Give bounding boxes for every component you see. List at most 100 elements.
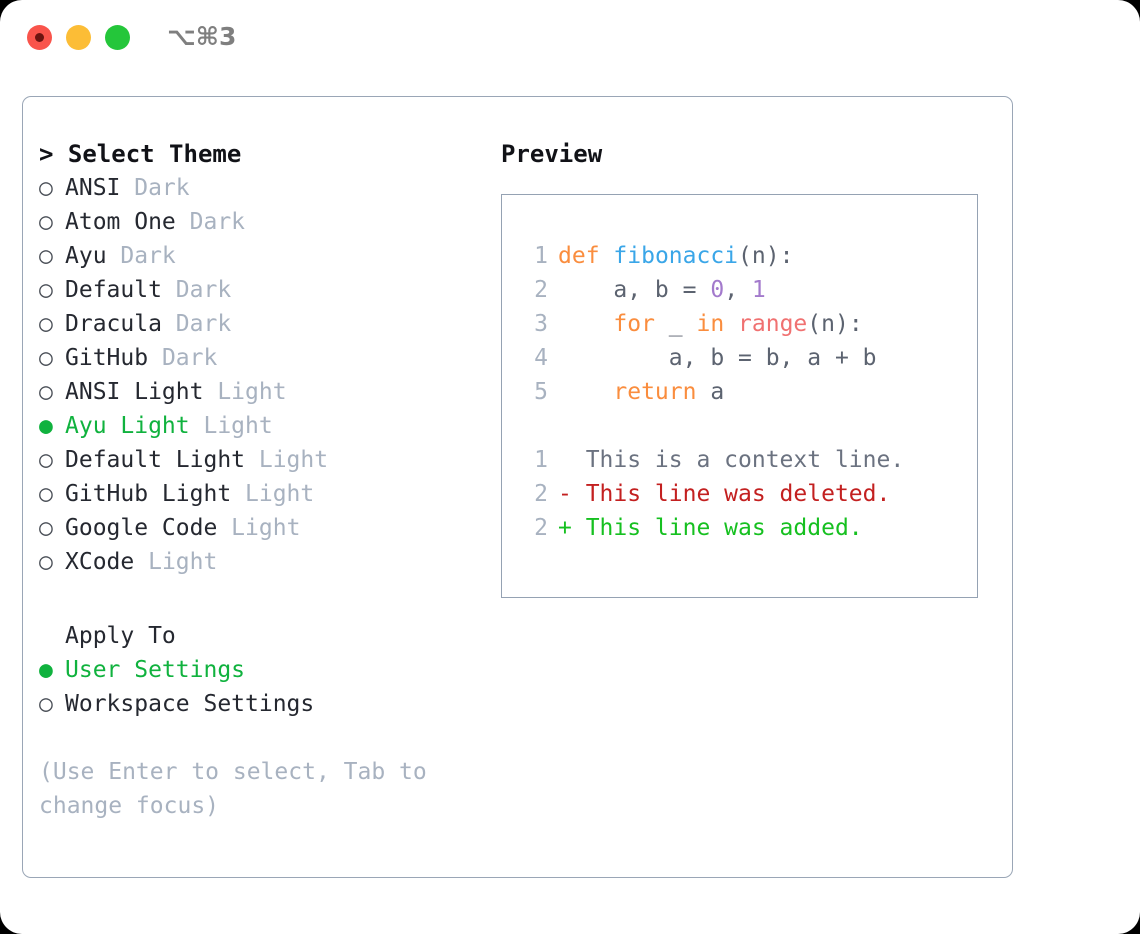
theme-option-label: Google Code <box>65 515 218 541</box>
line-number: 2 <box>534 277 548 303</box>
close-window-button[interactable] <box>27 25 52 50</box>
theme-option-7[interactable]: ● Ayu Light Light <box>39 409 479 443</box>
line-number: 5 <box>534 379 548 405</box>
diff-line: 2 + This line was added. <box>520 511 977 545</box>
theme-option-category: Light <box>134 549 218 575</box>
radio-unselected-icon: ○ <box>39 175 53 201</box>
radio-unselected-icon: ○ <box>39 209 53 235</box>
theme-option-category: Light <box>203 379 287 405</box>
radio-unselected-icon: ○ <box>39 243 53 269</box>
radio-unselected-icon: ○ <box>39 379 53 405</box>
code-token: in <box>696 311 725 337</box>
line-number: 3 <box>534 311 548 337</box>
radio-unselected-icon: ○ <box>39 447 53 473</box>
apply-to-option-label: Workspace Settings <box>65 691 315 717</box>
code-line: 4 a, b = b, a + b <box>520 341 977 375</box>
theme-option-label: Default <box>65 277 162 303</box>
apply-to-heading: Apply To <box>65 623 176 649</box>
theme-option-8[interactable]: ○ Default Light Light <box>39 443 479 477</box>
radio-unselected-icon: ○ <box>39 277 53 303</box>
keyboard-hint-text: (Use Enter to select, Tab to change focu… <box>39 759 441 819</box>
code-line: 1 def fibonacci(n): <box>520 239 977 273</box>
code-token: (n): <box>807 311 863 337</box>
code-token: 1 <box>751 277 766 303</box>
theme-option-4[interactable]: ○ Dracula Dark <box>39 307 479 341</box>
theme-option-0[interactable]: ○ANSI Dark <box>39 171 479 205</box>
theme-option-category: Dark <box>161 277 232 303</box>
theme-option-label: GitHub <box>65 345 149 371</box>
code-token: return <box>613 379 697 405</box>
diff-line-text: + This line was added. <box>558 515 863 541</box>
code-token <box>558 379 613 405</box>
title-bar: ⌥⌘3 <box>0 0 1140 78</box>
minimize-window-button[interactable] <box>66 25 91 50</box>
radio-unselected-icon: ○ <box>39 345 53 371</box>
line-number: 2 <box>534 515 548 541</box>
radio-selected-icon: ● <box>39 413 53 439</box>
select-theme-heading: > Select Theme <box>39 140 242 168</box>
theme-option-11[interactable]: ○XCode Light <box>39 545 479 579</box>
code-token <box>724 311 738 337</box>
theme-option-label: Atom One <box>65 209 176 235</box>
line-number: 1 <box>534 447 548 473</box>
line-number: 4 <box>534 345 548 371</box>
theme-option-category: Light <box>245 447 329 473</box>
code-line: 3 for _ in range(n): <box>520 307 977 341</box>
theme-option-label: Dracula <box>65 311 162 337</box>
code-token: (n): <box>738 243 794 269</box>
spacer <box>39 721 479 755</box>
code-token: a, b = b, a + b <box>558 345 877 371</box>
diff-line: 2 - This line was deleted. <box>520 477 977 511</box>
theme-option-6[interactable]: ○ANSI Light Light <box>39 375 479 409</box>
line-number: 1 <box>534 243 548 269</box>
code-token: , <box>724 277 752 303</box>
line-number: 2 <box>534 481 548 507</box>
apply-to-list: ● User Settings ○ Workspace Settings <box>39 653 479 721</box>
radio-selected-icon: ● <box>39 657 53 683</box>
theme-option-9[interactable]: ○GitHub Light Light <box>39 477 479 511</box>
theme-option-5[interactable]: ○ GitHub Dark <box>39 341 479 375</box>
radio-unselected-icon: ○ <box>39 691 53 717</box>
theme-picker-panel: > Select Theme ○ANSI Dark○Atom One Dark○… <box>22 96 1013 878</box>
code-token: fibonacci <box>613 243 739 269</box>
theme-list: ○ ANSI Dark ○ Atom One Dark ○ Ayu Dark ○ Defaul… <box>39 171 479 579</box>
radio-unselected-icon: ○ <box>39 549 53 575</box>
theme-option-category: Dark <box>175 209 246 235</box>
apply-to-option-label: User Settings <box>65 657 246 683</box>
theme-option-category: Dark <box>161 311 232 337</box>
theme-option-3[interactable]: ○ Default Dark <box>39 273 479 307</box>
theme-option-label: Ayu Light <box>65 413 190 439</box>
radio-unselected-icon: ○ <box>39 311 53 337</box>
diff-sample: 1 This is a context line. 2 - This line wa… <box>520 443 977 545</box>
code-token: _ <box>654 311 697 337</box>
theme-option-category: Dark <box>148 345 218 371</box>
theme-option-1[interactable]: ○ Atom One Dark <box>39 205 479 239</box>
diff-line-text: - This line was deleted. <box>558 481 891 507</box>
theme-option-10[interactable]: ○Google Code Light <box>39 511 479 545</box>
theme-option-category: Light <box>231 481 315 507</box>
keyboard-shortcut-label: ⌥⌘3 <box>167 22 237 51</box>
code-token: def <box>558 243 600 269</box>
theme-option-category: Light <box>189 413 273 439</box>
theme-option-category: Dark <box>106 243 176 269</box>
radio-unselected-icon: ○ <box>39 515 53 541</box>
code-token: a, b = <box>558 277 711 303</box>
traffic-light-buttons <box>27 25 130 50</box>
code-line: 2 a, b = 0, 1 <box>520 273 977 307</box>
apply-to-option-1[interactable]: ○ Workspace Settings <box>39 687 479 721</box>
diff-line-text: This is a context line. <box>558 447 905 473</box>
theme-option-label: Ayu <box>65 243 107 269</box>
theme-option-label: ANSI <box>65 175 121 201</box>
theme-selection-column: > Select Theme ○ANSI Dark○Atom One Dark○… <box>39 137 479 823</box>
theme-option-2[interactable]: ○ Ayu Dark <box>39 239 479 273</box>
theme-option-label: Default Light <box>65 447 246 473</box>
code-line: 5 return a <box>520 375 977 409</box>
spacer <box>39 579 479 619</box>
apply-to-option-0[interactable]: ● User Settings <box>39 653 479 687</box>
maximize-window-button[interactable] <box>105 25 130 50</box>
code-token: 0 <box>710 277 725 303</box>
